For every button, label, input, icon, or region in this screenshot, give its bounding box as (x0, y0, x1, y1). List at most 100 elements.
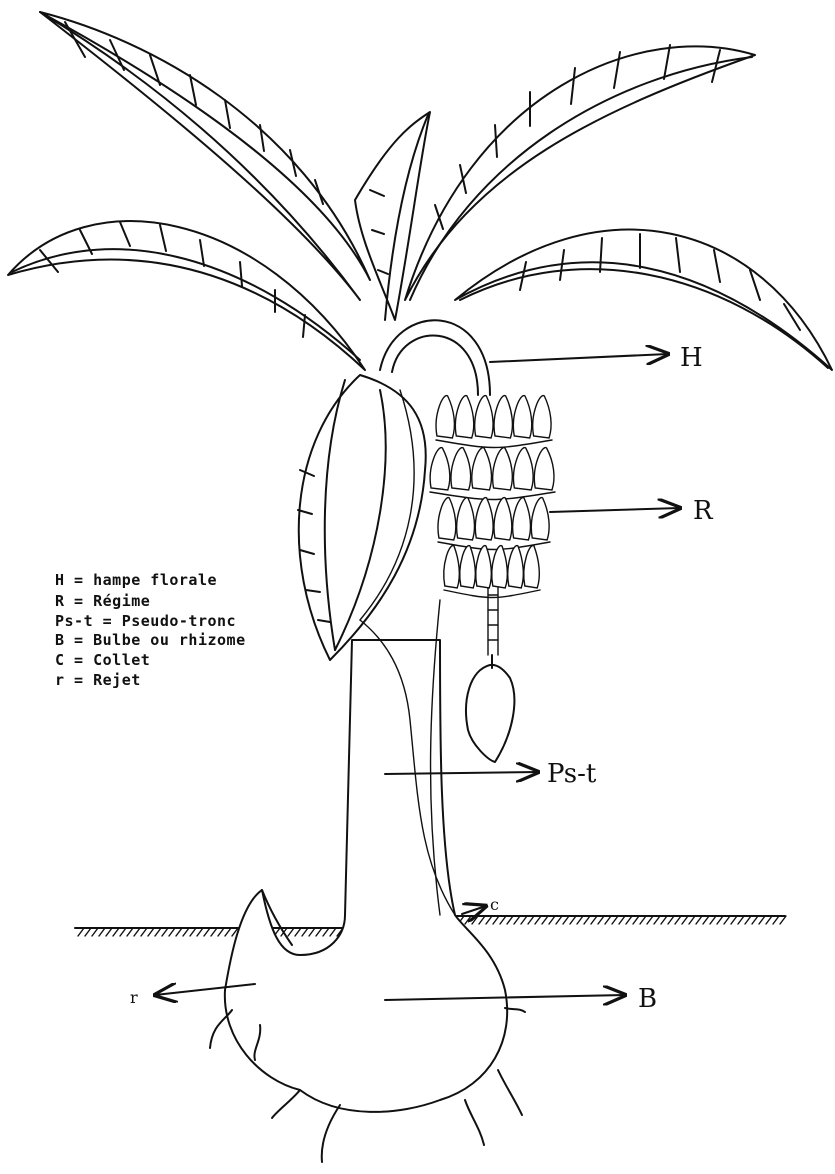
label-r: r (130, 988, 138, 1007)
label-B: B (638, 984, 657, 1014)
ground-hatch-mark (288, 928, 294, 936)
ground-hatch-mark (563, 916, 569, 924)
banana-finger (494, 396, 512, 438)
banana-finger (508, 546, 524, 588)
ground-hatch-mark (556, 916, 562, 924)
ground-hatch-mark (535, 916, 541, 924)
ground-hatch-mark (577, 916, 583, 924)
ground-hatch-mark (120, 928, 126, 936)
ground-hatch-mark (752, 916, 758, 924)
ground-hatch-mark (661, 916, 667, 924)
ground-hatch-mark (731, 916, 737, 924)
ground-hatch-mark (225, 928, 231, 936)
banana-finger (475, 498, 493, 540)
banana-hand-base (444, 590, 540, 598)
ground-hatch-mark (619, 916, 625, 924)
ground-hatch-mark (710, 916, 716, 924)
ground-hatch-mark (92, 928, 98, 936)
ground-hatch-mark (155, 928, 161, 936)
ground-hatch-mark (500, 916, 506, 924)
ground-hatch-mark (570, 916, 576, 924)
ground-hatch-mark (668, 916, 674, 924)
ground-hatch-mark (549, 916, 555, 924)
banana-finger (493, 448, 513, 490)
ground-hatch-mark (176, 928, 182, 936)
ground-hatch-mark (640, 916, 646, 924)
banana-finger (457, 498, 475, 540)
banana-finger (472, 448, 492, 490)
ground-hatch-mark (493, 916, 499, 924)
ground-hatch-mark (654, 916, 660, 924)
leaf-right (455, 230, 832, 370)
banana-finger (430, 448, 450, 490)
banana-finger (438, 498, 456, 540)
ground-hatch-mark (647, 916, 653, 924)
ground-hatch-mark (106, 928, 112, 936)
ground-hatch-mark (465, 916, 471, 924)
legend-line-bulbe: B = Bulbe ou rhizome (55, 631, 246, 649)
ground-hatch-mark (514, 916, 520, 924)
ground-hatch-mark (134, 928, 140, 936)
ground-hatch-mark (330, 928, 336, 936)
banana-finger (514, 448, 534, 490)
ground-hatch-mark (190, 928, 196, 936)
banana-finger (531, 498, 549, 540)
ground-hatch-mark (738, 916, 744, 924)
ground-hatch-mark (542, 916, 548, 924)
banana-finger (492, 546, 508, 588)
ground-hatch-mark (745, 916, 751, 924)
ground-hatch-mark (323, 928, 329, 936)
ground-hatch-mark (626, 916, 632, 924)
banana-finger (534, 448, 554, 490)
ground-hatch-mark (773, 916, 779, 924)
ground-hatch-mark (598, 916, 604, 924)
ground-hatch-mark (724, 916, 730, 924)
ground-hatch-mark (211, 928, 217, 936)
ground-hatch-mark (183, 928, 189, 936)
ground-hatch-mark (486, 916, 492, 924)
ground-hatch-mark (689, 916, 695, 924)
leaf-center (355, 112, 430, 320)
banana-finger (476, 546, 492, 588)
ground-hatch-mark (141, 928, 147, 936)
ground-hatch-mark (521, 916, 527, 924)
banana-finger (513, 396, 531, 438)
ground-hatch-mark (675, 916, 681, 924)
banana-finger (475, 396, 493, 438)
ground-hatch-mark (780, 916, 786, 924)
ground-hatch-mark (605, 916, 611, 924)
ground-hatch-mark (85, 928, 91, 936)
legend-line-hampe: H = hampe florale (55, 571, 217, 589)
banana-hand-base (436, 440, 552, 448)
ground-hatch-mark (148, 928, 154, 936)
ground-hatch-mark (302, 928, 308, 936)
banana-finger (460, 546, 476, 588)
ground-hatch-mark (162, 928, 168, 936)
ground-hatch-mark (169, 928, 175, 936)
ground-hatch-mark (78, 928, 84, 936)
ground-hatch-mark (696, 916, 702, 924)
banana-finger (533, 396, 551, 438)
label-Pst: Ps-t (547, 759, 597, 789)
ground-hatch-mark (717, 916, 723, 924)
ground-hatch-mark (472, 916, 478, 924)
legend-line-regime: R = Régime (55, 592, 150, 610)
ground-hatch-mark (316, 928, 322, 936)
label-C: c (490, 895, 499, 914)
ground-hatch-mark (113, 928, 119, 936)
ground-hatch-mark (309, 928, 315, 936)
ground-hatch-mark (507, 916, 513, 924)
ground-hatch-mark (612, 916, 618, 924)
banana-bunch-regime (430, 396, 555, 598)
label-H: H (680, 343, 703, 373)
ground-hatch-mark (703, 916, 709, 924)
legend-line-rejet: r = Rejet (55, 671, 141, 689)
ground-hatch-mark (99, 928, 105, 936)
banana-finger (524, 546, 540, 588)
banana-finger (494, 498, 512, 540)
ground-hatch-mark (584, 916, 590, 924)
ground-hatch-mark (218, 928, 224, 936)
banana-finger (513, 498, 531, 540)
ground-hatch-mark (295, 928, 301, 936)
